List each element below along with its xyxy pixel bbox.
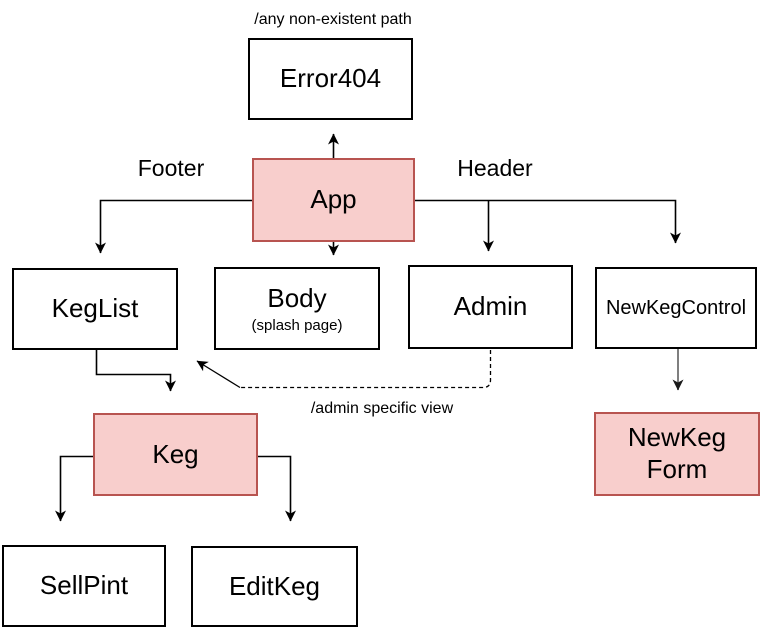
node-newkegcontrol: NewKegControl	[595, 267, 757, 349]
node-sellpint: SellPint	[2, 545, 166, 627]
node-admin-label: Admin	[453, 291, 528, 322]
node-newkegcontrol-label: NewKegControl	[605, 296, 747, 319]
edge-keg-editkeg	[258, 455, 296, 522]
node-error404: Error404	[248, 38, 413, 120]
edge-app-newkegcontrol	[415, 199, 681, 244]
edge-keg-sellpint	[55, 455, 93, 522]
node-app: App	[252, 158, 415, 242]
edge-app-keglist	[95, 199, 252, 254]
node-editkeg-label: EditKeg	[228, 570, 321, 601]
footer-edge-label: Footer	[137, 155, 205, 181]
node-sellpint-label: SellPint	[39, 570, 129, 601]
node-keg-label: Keg	[152, 438, 199, 469]
edge-keglist-keg	[95, 350, 176, 392]
error-path-label: /any non-existent path	[254, 11, 412, 28]
node-app-label: App	[310, 184, 357, 215]
admin-view-label: /admin specific view	[310, 400, 454, 417]
node-keg: Keg	[93, 413, 258, 496]
node-body: Body (splash page)	[214, 267, 380, 350]
node-error404-label: Error404	[279, 63, 382, 94]
node-body-label: Body	[267, 282, 327, 313]
node-body-sublabel: (splash page)	[251, 317, 343, 335]
node-keglist: KegList	[12, 268, 178, 350]
node-admin: Admin	[408, 265, 573, 349]
header-edge-label: Header	[457, 155, 533, 181]
node-newkegform: NewKeg Form	[594, 412, 760, 496]
node-newkegform-label: NewKeg Form	[627, 422, 727, 484]
edge-admin-keglist-arrowhead	[196, 360, 241, 389]
edge-admin-keglist-dashed	[240, 350, 492, 389]
node-keglist-label: KegList	[51, 293, 139, 324]
node-editkeg: EditKeg	[191, 546, 358, 627]
